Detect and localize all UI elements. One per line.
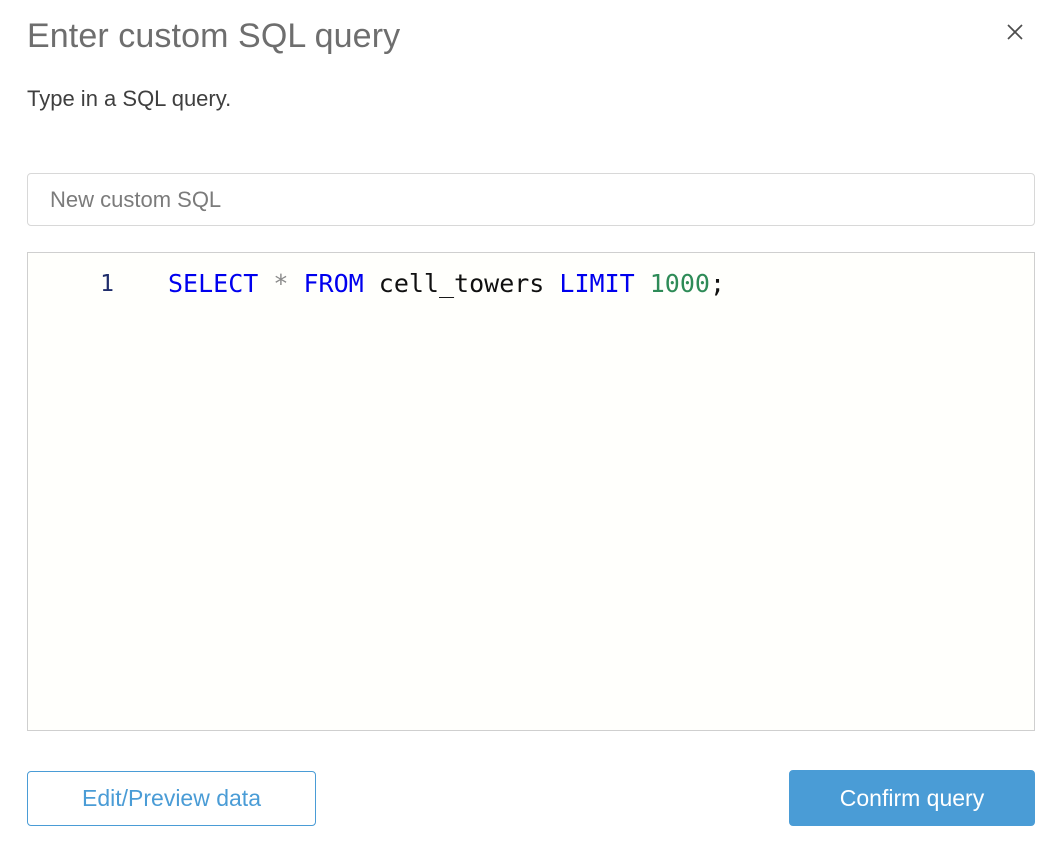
code-token-plain: [364, 269, 379, 298]
close-icon: [1005, 22, 1025, 42]
sql-name-input[interactable]: [27, 173, 1035, 226]
code-token-ident: cell_towers: [378, 269, 545, 298]
code-token-plain: [258, 269, 273, 298]
edit-preview-data-button[interactable]: Edit/Preview data: [27, 771, 316, 826]
close-button[interactable]: [999, 16, 1031, 48]
page-title: Enter custom SQL query: [27, 17, 401, 55]
sql-code-line[interactable]: SELECT * FROM cell_towers LIMIT 1000;: [168, 265, 725, 303]
code-token-plain: [544, 269, 559, 298]
code-token-plain: [288, 269, 303, 298]
line-number: 1: [100, 271, 114, 297]
code-token-keyword: SELECT: [168, 269, 259, 298]
code-token-punct: ;: [709, 269, 726, 298]
code-token-keyword: LIMIT: [559, 269, 635, 298]
code-line-row: 1 SELECT * FROM cell_towers LIMIT 1000;: [28, 265, 1034, 303]
sql-code-editor[interactable]: 1 SELECT * FROM cell_towers LIMIT 1000;: [27, 252, 1035, 731]
code-token-operator: *: [273, 269, 289, 298]
code-token-plain: [635, 269, 650, 298]
code-token-number: 1000: [649, 269, 710, 298]
dialog-subtitle: Type in a SQL query.: [27, 86, 232, 111]
confirm-query-button[interactable]: Confirm query: [789, 770, 1035, 826]
code-token-keyword: FROM: [303, 269, 364, 298]
